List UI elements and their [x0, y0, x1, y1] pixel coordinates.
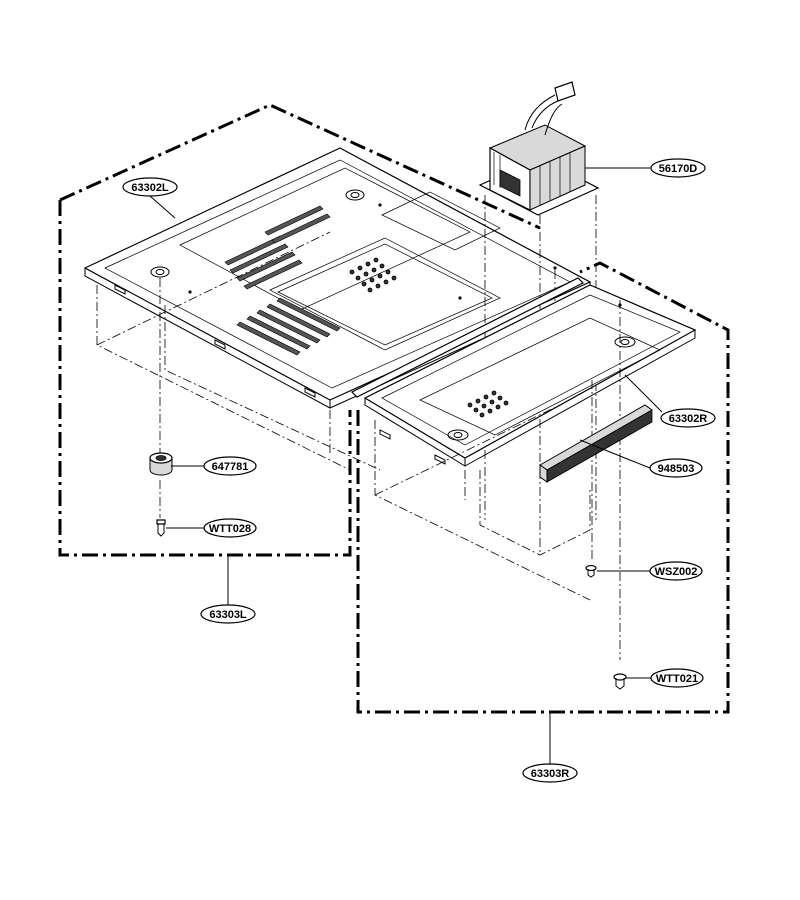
screw-wsz002: [585, 564, 597, 578]
label-WSZ002: WSZ002: [649, 561, 703, 581]
leader-lines: [149, 167, 663, 765]
svg-text:WSZ002: WSZ002: [655, 566, 698, 578]
label-647781: 647781: [203, 456, 257, 476]
svg-text:63302L: 63302L: [131, 182, 169, 194]
projection-lines-right: [374, 300, 621, 660]
svg-text:WTT021: WTT021: [656, 673, 698, 685]
boundary-63303L: [58, 103, 541, 557]
transformer: [478, 81, 600, 555]
foam-strip: [539, 404, 653, 483]
svg-text:63302R: 63302R: [669, 413, 708, 425]
perforation-grid-left: [349, 257, 397, 293]
label-WTT028: WTT028: [203, 518, 257, 538]
label-63303R: 63303R: [522, 763, 578, 783]
svg-text:948503: 948503: [658, 463, 695, 475]
label-56170D: 56170D: [650, 158, 706, 178]
label-63303L: 63303L: [200, 604, 256, 624]
base-plate-right: [350, 277, 697, 467]
boundary-63303R: [356, 261, 730, 714]
svg-text:647781: 647781: [212, 461, 249, 473]
perforation-grid-right: [467, 390, 509, 418]
svg-text:56170D: 56170D: [659, 163, 698, 175]
rubber-foot: [149, 452, 173, 476]
svg-text:63303R: 63303R: [531, 768, 570, 780]
svg-text:63303L: 63303L: [209, 609, 247, 621]
label-63302R: 63302R: [660, 408, 716, 428]
label-948503: 948503: [649, 458, 703, 478]
svg-text:WTT028: WTT028: [209, 523, 251, 535]
label-63302L: 63302L: [122, 177, 178, 197]
label-WTT021: WTT021: [650, 668, 704, 688]
screw-wtt028: [156, 519, 166, 537]
screw-wtt021: [613, 673, 627, 690]
